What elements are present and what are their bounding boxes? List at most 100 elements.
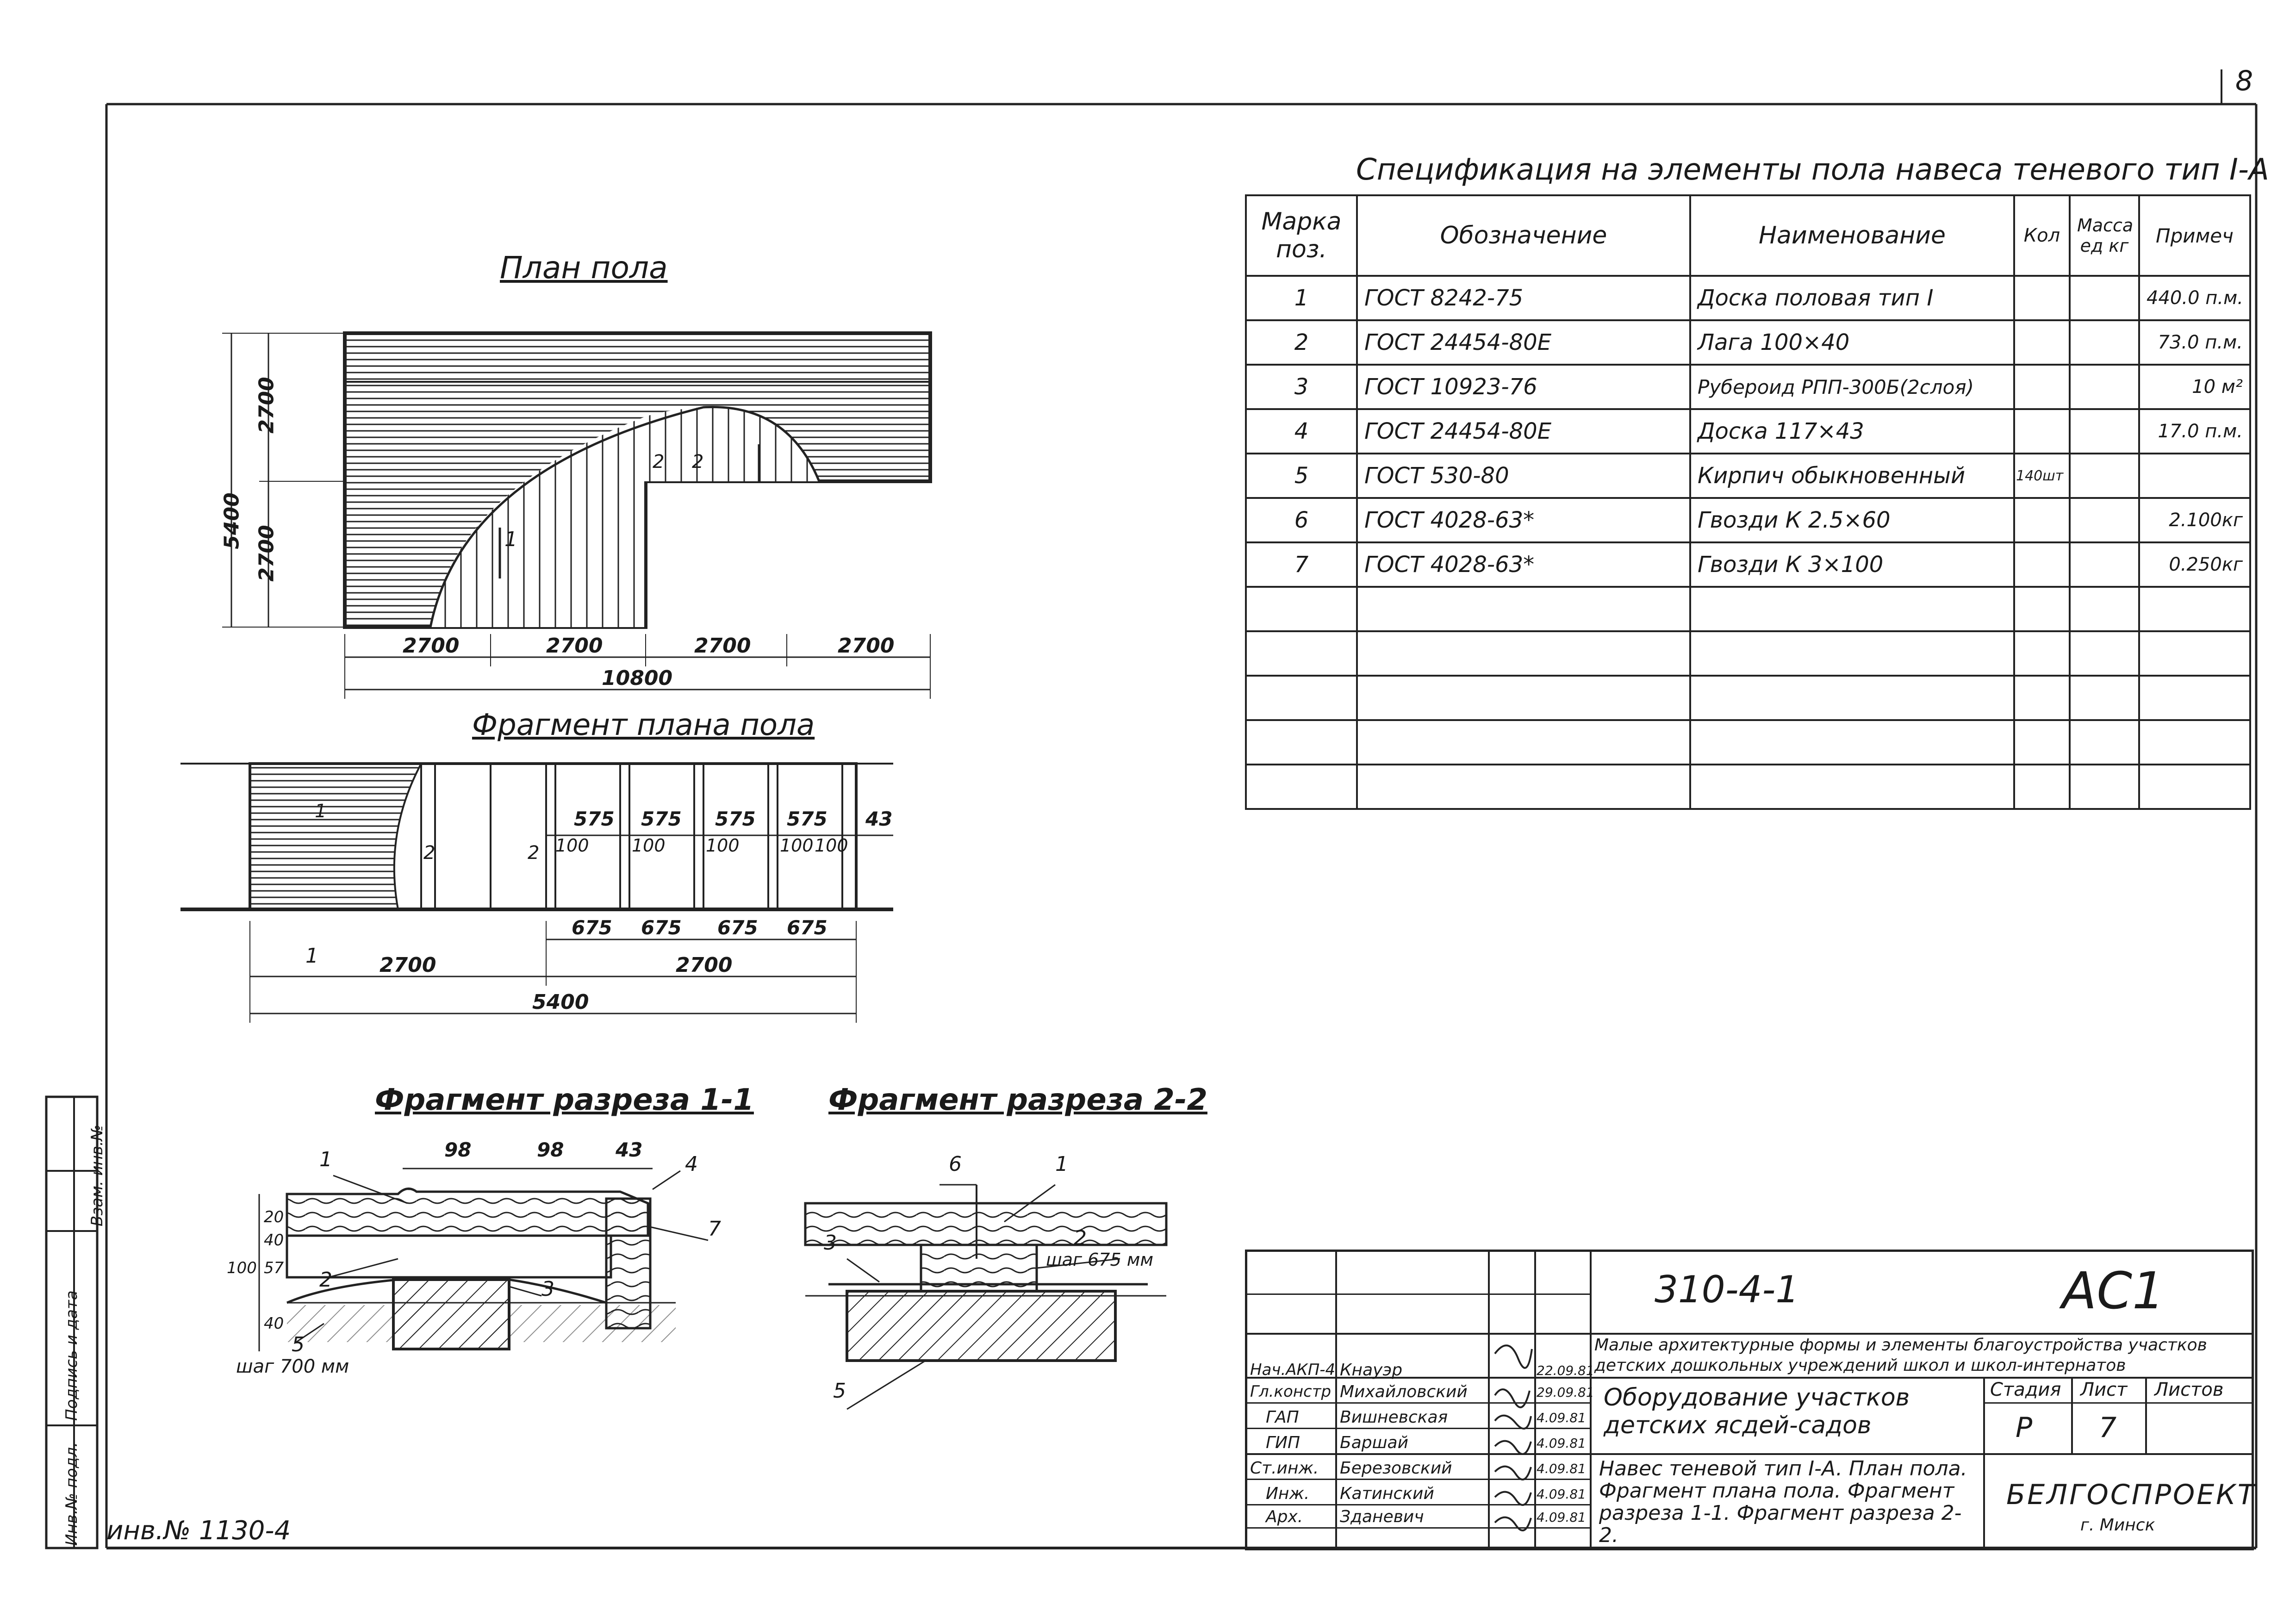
sheet-frame (45, 69, 2258, 1549)
plan-dim-4: 2700 (838, 634, 895, 658)
table-row: 6 ГОСТ 4028-63* Гвозди К 2.5×60 2.100кг (1245, 497, 2251, 543)
inventory-number: инв.№ 1130-4 (106, 1516, 291, 1546)
spec-note: 0.250кг (2138, 541, 2251, 588)
spec-pos: 5 (1245, 453, 1358, 499)
spec-pos: 6 (1245, 497, 1358, 543)
spec-header-row: Марка поз. Обозначение Наименование Кол … (1245, 194, 2251, 277)
s11-leader-4: 4 (685, 1152, 698, 1176)
spec-code: ГОСТ 4028-63* (1356, 497, 1691, 543)
table-row: 1 ГОСТ 8242-75 Доска половая тип I 440.0… (1245, 275, 2251, 321)
frag-dim-total: 5400 (532, 990, 589, 1014)
stamp-date-7: 4.09.81 (1537, 1510, 1586, 1525)
spec-qty: 140шт (2013, 453, 2071, 499)
stamp-stage: Р (2016, 1412, 2033, 1444)
side-label-original: Инв.№ подл. (62, 1442, 81, 1546)
s22-step: шаг 675 мм (1046, 1250, 1154, 1270)
frag-dim-top-2: 575 (641, 808, 682, 830)
stamp-date-6: 4.09.81 (1537, 1486, 1586, 1502)
spec-qty (2013, 275, 2071, 321)
stamp-date-3: 4.09.81 (1537, 1410, 1586, 1425)
stamp-name-4: Баршай (1340, 1433, 1409, 1452)
s11-leader-3: 3 (541, 1277, 554, 1301)
spec-name: Доска половая тип I (1689, 275, 2015, 321)
floor-plan-fragment (180, 762, 893, 1023)
plan-marker-2a: 2 (653, 451, 665, 473)
s22-leader-3: 3 (824, 1231, 837, 1255)
s11-dim-3: 43 (616, 1138, 643, 1161)
table-row-empty (1245, 630, 2251, 677)
stamp-sheet: 7 (2099, 1412, 2117, 1444)
s11-left-20: 20 (264, 1208, 284, 1226)
spec-pos: 4 (1245, 408, 1358, 454)
spec-header-code: Обозначение (1356, 194, 1691, 277)
s22-leader-1: 1 (1055, 1152, 1068, 1176)
frag-dim-sub-4: 100 (780, 835, 814, 856)
s11-leader-2: 2 (319, 1268, 332, 1292)
plan-dim-3: 2700 (694, 634, 751, 658)
spec-name: Гвозди К 3×100 (1689, 541, 2015, 588)
spec-code: ГОСТ 24454-80Е (1356, 319, 1691, 366)
frag-dim-half-2: 2700 (676, 953, 733, 977)
table-row: 5 ГОСТ 530-80 Кирпич обыкновенный 140шт (1245, 453, 2251, 499)
spec-note: 2.100кг (2138, 497, 2251, 543)
side-label-sign-date: Подпись и дата (62, 1290, 81, 1421)
s11-left-40b: 40 (264, 1314, 284, 1333)
plan-marker-2b: 2 (692, 451, 704, 473)
plan-dim-left-total: 5400 (220, 492, 244, 549)
frag-dim-sub-1: 100 (555, 835, 589, 856)
spec-code: ГОСТ 8242-75 (1356, 275, 1691, 321)
spec-code: ГОСТ 10923-76 (1356, 364, 1691, 410)
spec-table: Марка поз. Обозначение Наименование Кол … (1245, 194, 2251, 810)
stamp-project: Малые архитектурные формы и элементы бла… (1594, 1336, 2207, 1375)
stamp-stage-label: Стадия (1990, 1379, 2061, 1400)
spec-name: Лага 100×40 (1689, 319, 2015, 366)
side-label-replaced: Взам. инв.№ (88, 1124, 106, 1226)
stamp-city: г. Минск (2080, 1516, 2155, 1535)
stamp-drawing: Навес теневой тип I-A. План пола. Фрагме… (1599, 1457, 1967, 1547)
plan-marker-1: 1 (504, 528, 517, 551)
s11-leader-5: 5 (292, 1333, 305, 1356)
plan-dim-left-upper: 2700 (255, 377, 279, 434)
plan-dim-1: 2700 (403, 634, 460, 658)
frag-dim-bottom-1: 675 (572, 916, 612, 939)
spec-note: 73.0 п.м. (2138, 319, 2251, 366)
spec-name: Доска 117×43 (1689, 408, 2015, 454)
frag-dim-bottom-3: 675 (717, 916, 758, 939)
frag-dim-top-3: 575 (715, 808, 756, 830)
stamp-date-2: 29.09.81 (1537, 1385, 1594, 1400)
spec-pos: 3 (1245, 364, 1358, 410)
spec-pos: 1 (1245, 275, 1358, 321)
spec-note: 440.0 п.м. (2138, 275, 2251, 321)
stamp-org: БЕЛГОСПРОЕКТ (2006, 1479, 2257, 1511)
table-row-empty (1245, 764, 2251, 810)
s11-dim-1: 98 (444, 1138, 472, 1161)
frag-marker-1b: 1 (305, 944, 318, 968)
spec-qty (2013, 364, 2071, 410)
table-row-empty (1245, 586, 2251, 632)
spec-mass (2069, 275, 2140, 321)
spec-mass (2069, 319, 2140, 366)
spec-code: ГОСТ 24454-80Е (1356, 408, 1691, 454)
stamp-role-5: Ст.инж. (1250, 1459, 1319, 1478)
plan-dim-total: 10800 (602, 666, 673, 690)
spec-pos: 2 (1245, 319, 1358, 366)
stamp-date-1: 22.09.81 (1537, 1363, 1594, 1378)
spec-qty (2013, 319, 2071, 366)
spec-mass (2069, 408, 2140, 454)
spec-name: Кирпич обыкновенный (1689, 453, 2015, 499)
s11-dim-2: 98 (537, 1138, 564, 1161)
spec-mass (2069, 453, 2140, 499)
s11-left-57: 57 (264, 1259, 284, 1277)
s11-leader-1: 1 (319, 1148, 332, 1171)
frag-dim-edge: 43 (865, 808, 893, 830)
section-1-1-title: Фрагмент разреза 1-1 (375, 1083, 754, 1117)
stamp-date-5: 4.09.81 (1537, 1461, 1586, 1476)
stamp-name-7: Зданевич (1340, 1507, 1424, 1526)
stamp-role-2: Гл.констр (1250, 1382, 1332, 1401)
frag-dim-sub-2: 100 (632, 835, 666, 856)
section-2-2 (804, 1184, 1168, 1410)
spec-header-pos: Марка поз. (1245, 194, 1358, 277)
frag-dim-sub-3: 100 (706, 835, 740, 856)
spec-note (2138, 453, 2251, 499)
table-row-empty (1245, 675, 2251, 721)
